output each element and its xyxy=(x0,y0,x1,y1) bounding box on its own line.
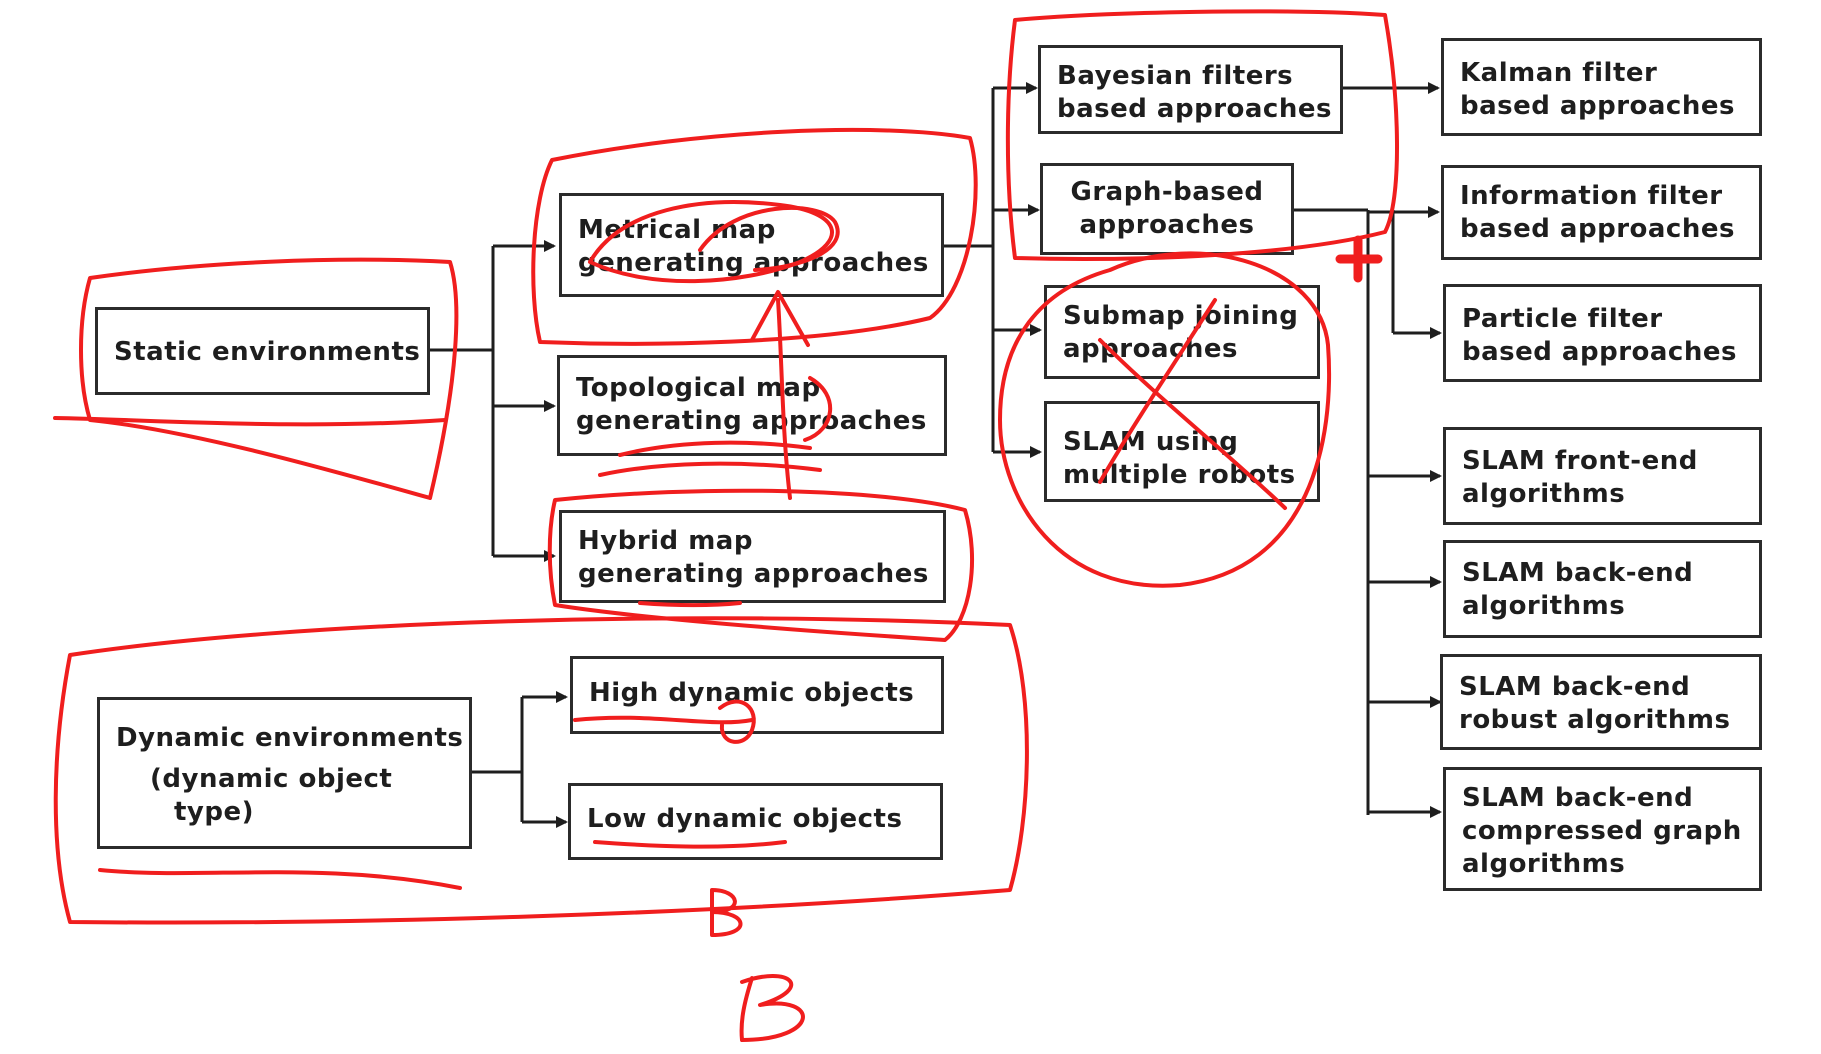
annotation-dynamic-underline xyxy=(98,868,462,890)
box-submap-joining-line-2: approaches xyxy=(1063,334,1239,364)
box-graph-based: Graph-based approaches xyxy=(1040,163,1294,255)
annotation-metrical-scribble xyxy=(588,200,834,284)
annotation-small-b xyxy=(710,888,743,937)
box-bayesian-filters-line-2: based approaches xyxy=(1057,94,1332,124)
box-slam-front-end-line-1: SLAM front-end xyxy=(1462,446,1698,476)
box-high-dynamic-objects-line-1: High dynamic objects xyxy=(589,678,915,708)
box-slam-back-end-compressed-line-2: compressed graph xyxy=(1462,816,1742,846)
box-information-filter-line-2: based approaches xyxy=(1460,214,1735,244)
box-metrical-map: Metrical map generating approaches xyxy=(559,193,944,297)
box-graph-based-line-1: Graph-based xyxy=(1070,177,1264,207)
box-topological-map-line-2: generating approaches xyxy=(576,406,927,436)
annotation-hybrid-outline xyxy=(547,488,975,642)
box-low-dynamic-objects-line-1: Low dynamic objects xyxy=(587,804,903,834)
annotation-submap-circle xyxy=(998,251,1332,588)
box-slam-back-end-compressed-line-1: SLAM back-end xyxy=(1462,783,1694,813)
box-metrical-map-line-2: generating approaches xyxy=(578,248,929,278)
box-slam-back-end-compressed: SLAM back-end compressed graph algorithm… xyxy=(1443,767,1762,891)
connector-dynamic-trunk xyxy=(472,697,524,822)
box-bayesian-filters: Bayesian filters based approaches xyxy=(1038,45,1343,134)
box-kalman-filter-line-1: Kalman filter xyxy=(1460,58,1658,88)
annotation-metrical-outline xyxy=(531,127,978,346)
plus-icon xyxy=(1335,235,1383,283)
annotation-static-outline xyxy=(79,257,459,500)
box-slam-back-end-line-1: SLAM back-end xyxy=(1462,558,1694,588)
annotation-high-dynamic-underline xyxy=(573,715,754,725)
box-hybrid-map: Hybrid map generating approaches xyxy=(559,510,946,603)
box-slam-back-end-robust: SLAM back-end robust algorithms xyxy=(1440,654,1762,750)
box-slam-back-end-compressed-line-3: algorithms xyxy=(1462,849,1626,879)
box-slam-back-end-robust-line-2: robust algorithms xyxy=(1459,705,1731,735)
box-graph-based-line-2: approaches xyxy=(1079,210,1255,240)
box-slam-back-end: SLAM back-end algorithms xyxy=(1443,540,1762,638)
box-information-filter: Information filter based approaches xyxy=(1441,165,1762,260)
annotation-topological-equals-1 xyxy=(598,461,822,477)
box-high-dynamic-objects: High dynamic objects xyxy=(570,656,944,734)
box-particle-filter-line-2: based approaches xyxy=(1462,337,1737,367)
box-topological-map-line-1: Topological map xyxy=(576,373,821,403)
box-particle-filter-line-1: Particle filter xyxy=(1462,304,1663,334)
annotation-letter-b xyxy=(739,974,805,1042)
box-kalman-filter-line-2: based approaches xyxy=(1460,91,1735,121)
box-hybrid-map-line-2: generating approaches xyxy=(578,559,929,589)
box-slam-multiple-robots-line-2: multiple robots xyxy=(1063,460,1296,490)
box-dynamic-environments-line-3: type) xyxy=(174,797,255,827)
annotation-metrical-loop xyxy=(698,206,840,272)
box-slam-back-end-robust-line-1: SLAM back-end xyxy=(1459,672,1691,702)
box-static-environments-line-1: Static environments xyxy=(114,337,421,367)
box-dynamic-environments-line-2: (dynamic object xyxy=(150,764,393,794)
box-kalman-filter: Kalman filter based approaches xyxy=(1441,38,1762,136)
annotation-up-arrow xyxy=(750,290,810,500)
annotation-static-underline xyxy=(53,416,447,427)
annotation-topological-curl xyxy=(803,376,833,442)
annotation-high-dynamic-circle xyxy=(718,699,756,744)
connector-static-trunk xyxy=(430,246,495,556)
annotation-bayesian-graph-outline xyxy=(1005,9,1399,261)
box-submap-joining: Submap joining approaches xyxy=(1044,285,1320,379)
box-low-dynamic-objects: Low dynamic objects xyxy=(568,783,943,860)
annotation-cross-line-1 xyxy=(1098,298,1217,484)
annotation-hybrid-underline xyxy=(638,601,742,608)
connector-graph-trunk xyxy=(1294,208,1395,815)
box-slam-back-end-line-2: algorithms xyxy=(1462,591,1626,621)
annotation-topological-equals-2 xyxy=(618,440,812,457)
box-information-filter-line-1: Information filter xyxy=(1460,181,1723,211)
box-dynamic-environments-line-1: Dynamic environments xyxy=(116,723,464,753)
annotation-low-dynamic-underline xyxy=(593,840,787,849)
box-bayesian-filters-line-1: Bayesian filters xyxy=(1057,61,1294,91)
box-topological-map: Topological map generating approaches xyxy=(557,355,947,456)
box-slam-front-end: SLAM front-end algorithms xyxy=(1443,427,1762,525)
box-submap-joining-line-1: Submap joining xyxy=(1063,301,1299,331)
annotation-dynamic-outline xyxy=(53,616,1029,925)
box-slam-multiple-robots-line-1: SLAM using xyxy=(1063,427,1239,457)
box-slam-front-end-line-2: algorithms xyxy=(1462,479,1626,509)
box-hybrid-map-line-1: Hybrid map xyxy=(578,526,753,556)
box-static-environments: Static environments xyxy=(95,307,430,395)
box-metrical-map-line-1: Metrical map xyxy=(578,215,776,245)
box-particle-filter: Particle filter based approaches xyxy=(1443,284,1762,382)
box-dynamic-environments: Dynamic environments (dynamic object typ… xyxy=(97,697,472,849)
annotation-cross-line-2 xyxy=(1098,338,1287,510)
